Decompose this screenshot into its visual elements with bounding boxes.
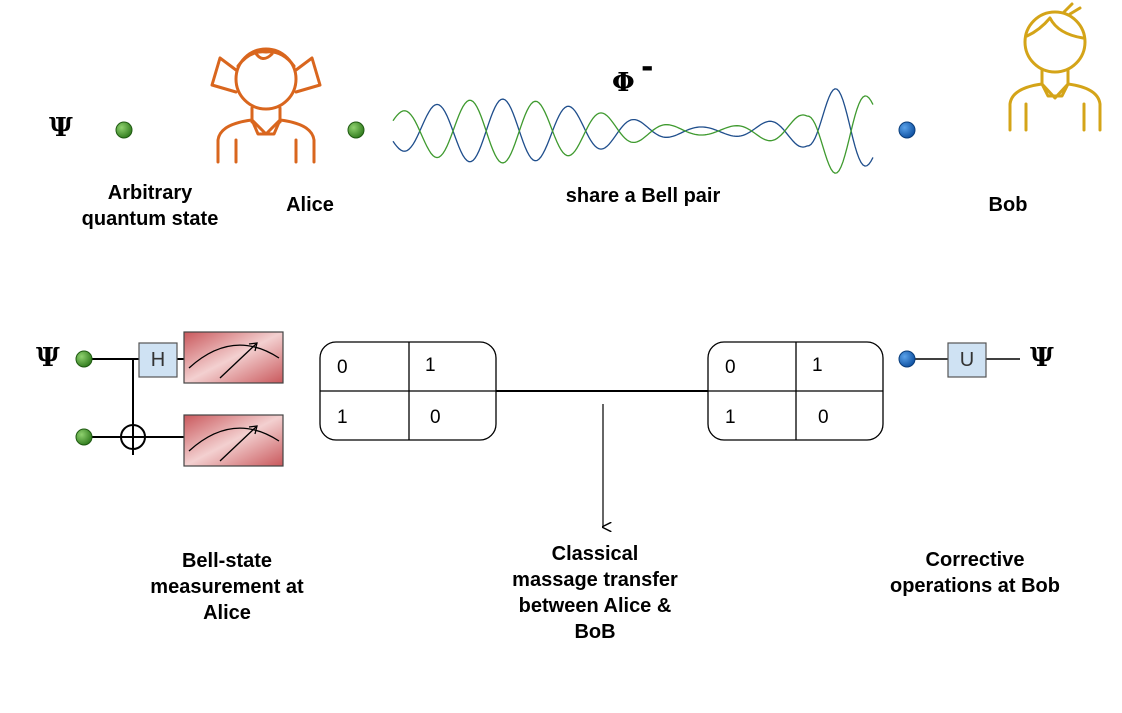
alice-icon <box>210 47 322 164</box>
alice-cell-r0c1: 1 <box>425 355 436 376</box>
phi-minus-symbol: Φ - <box>612 50 653 98</box>
cnot-target <box>120 424 146 450</box>
bob-outcome-table <box>707 341 884 441</box>
alice-label: Alice <box>286 194 334 216</box>
h-gate-box <box>138 342 178 378</box>
bob-cell-r1c1: 0 <box>818 407 829 428</box>
bob-icon <box>1008 2 1102 132</box>
measurement-meter-top <box>183 331 284 384</box>
alice-qubit-dot <box>347 121 365 139</box>
psi-symbol-input: Ψ <box>36 343 60 373</box>
alice-cell-r0c0: 0 <box>337 357 348 378</box>
u-gate-box <box>947 342 987 378</box>
psi-symbol-top: Ψ <box>49 113 73 143</box>
psi-qubit-dot <box>115 121 133 139</box>
psi-symbol-output: Ψ <box>1030 343 1054 373</box>
wave-blue <box>392 88 874 167</box>
bell-pair-waves <box>392 88 874 174</box>
arbitrary-state-label: Arbitrary quantum state <box>81 182 219 230</box>
measurement-caption: Bell-state measurement at Alice <box>150 550 304 624</box>
alice-cell-r1c0: 1 <box>337 407 348 428</box>
wave-green <box>392 95 874 174</box>
u-gate-label: U <box>959 349 975 371</box>
bob-label: Bob <box>988 194 1028 216</box>
bob-qubit-dot <box>898 121 916 139</box>
bob-cell-r0c0: 0 <box>725 357 736 378</box>
bell-pair-label: share a Bell pair <box>565 185 721 207</box>
corrective-caption: Corrective operations at Bob <box>889 549 1060 597</box>
second-qubit-dot <box>75 428 93 446</box>
phi-superscript: - <box>641 50 654 85</box>
bob-cell-r1c0: 1 <box>725 407 736 428</box>
psi-in-qubit-dot <box>75 350 93 368</box>
measurement-meter-bottom <box>183 414 284 467</box>
bob-circuit-qubit-dot <box>898 350 916 368</box>
alice-cell-r1c1: 0 <box>430 407 441 428</box>
transfer-caption: Classical massage transfer between Alice… <box>512 543 678 643</box>
h-gate-label: H <box>150 349 166 371</box>
phi-symbol: Φ <box>612 68 635 98</box>
bob-cell-r0c1: 1 <box>812 355 823 376</box>
alice-outcome-table <box>319 341 497 441</box>
